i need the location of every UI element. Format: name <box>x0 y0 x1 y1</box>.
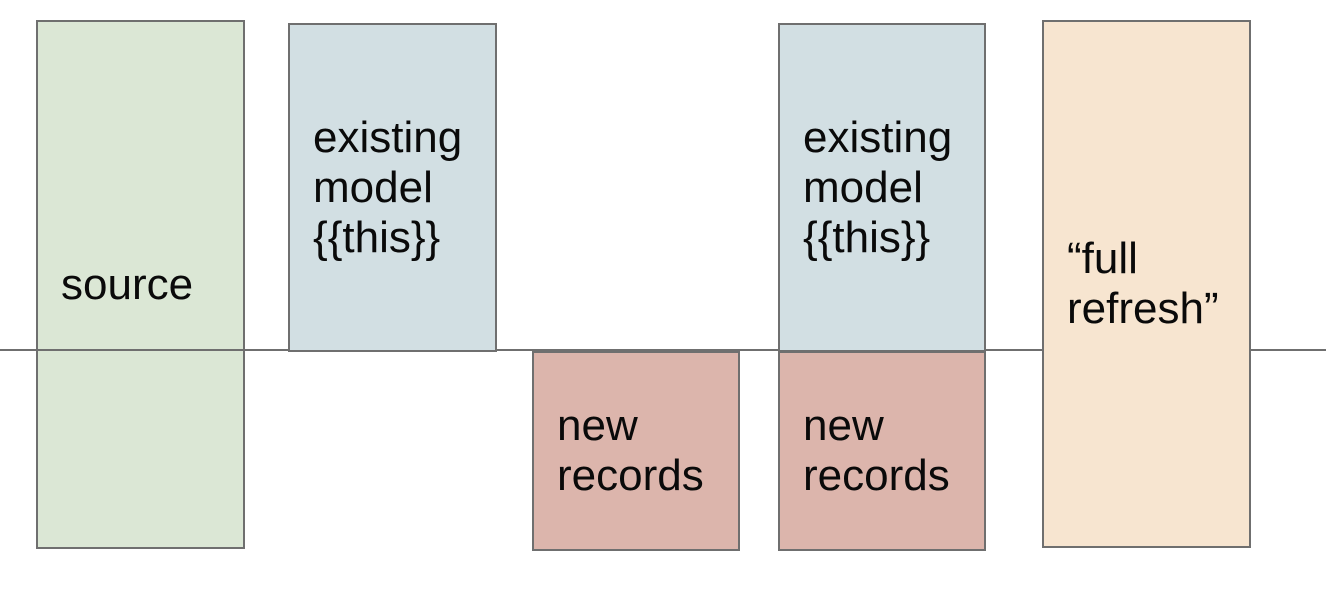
source-box-label: source <box>61 259 194 309</box>
new-records-box-1: new records <box>532 351 740 551</box>
new-records-box-1-label: new records <box>557 401 704 500</box>
existing-model-box-2: existing model {{this}} <box>778 23 986 352</box>
divider-line <box>0 349 1326 351</box>
new-records-box-2: new records <box>778 351 986 551</box>
full-refresh-box: “full refresh” <box>1042 20 1251 548</box>
existing-model-box-1-label: existing model {{this}} <box>313 112 463 262</box>
new-records-box-2-label: new records <box>803 401 950 500</box>
existing-model-box-1: existing model {{this}} <box>288 23 497 352</box>
full-refresh-box-label: “full refresh” <box>1067 234 1219 333</box>
existing-model-box-2-label: existing model {{this}} <box>803 112 953 262</box>
source-box: source <box>36 20 245 549</box>
